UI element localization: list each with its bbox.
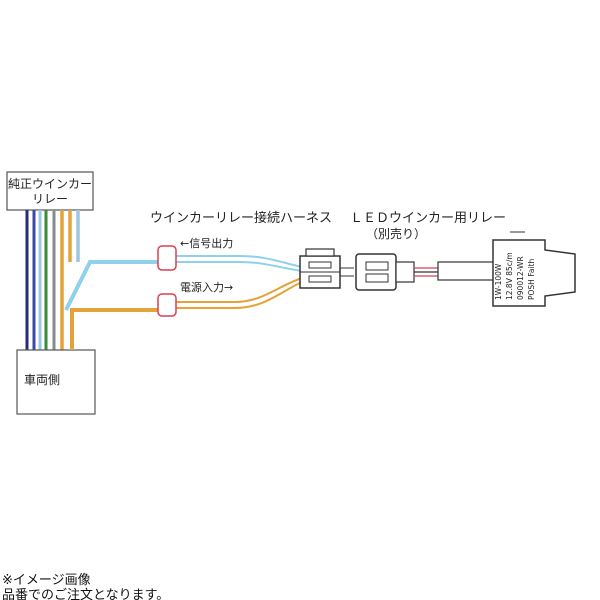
stock-relay-label-line1: 純正ウインカー: [8, 177, 92, 191]
note-image-only: ※イメージ画像: [2, 573, 91, 588]
vehicle-side-box: [16, 349, 96, 415]
sold-separately-label: （別売り）: [366, 226, 426, 241]
harness-title: ウインカーリレー接続ハーネス: [150, 210, 332, 226]
stock-relay-box: [6, 171, 94, 211]
power-input-label: 電源入力→: [180, 280, 233, 294]
relay-model-line2: 090012-WR: [516, 256, 525, 300]
stock-relay-label-line2: リレー: [32, 192, 68, 206]
power-connector-marker: [157, 293, 177, 317]
wire-bundle: [25, 210, 80, 350]
vehicle-side-label: 車両側: [24, 373, 60, 387]
signal-wire: [64, 255, 303, 311]
relay-connector: [355, 253, 495, 291]
relay-model-line3: 12.8V 85c/m: [505, 252, 514, 300]
power-wire: [70, 277, 303, 350]
relay-model-line1: POSH Faith: [527, 259, 536, 300]
note-order-by-part-number: 品番でのご注文となります。: [2, 588, 170, 600]
relay-model-line4: 1W-100W: [494, 263, 503, 300]
harness-connector: [299, 248, 354, 289]
led-relay-title: ＬＥＤウインカー用リレー: [350, 211, 506, 226]
signal-connector-marker: [157, 245, 177, 271]
led-relay-module: 1W-100W 12.8V 85c/m 090012-WR POSH Faith: [492, 231, 576, 307]
signal-output-label: ←信号出力: [180, 236, 233, 250]
